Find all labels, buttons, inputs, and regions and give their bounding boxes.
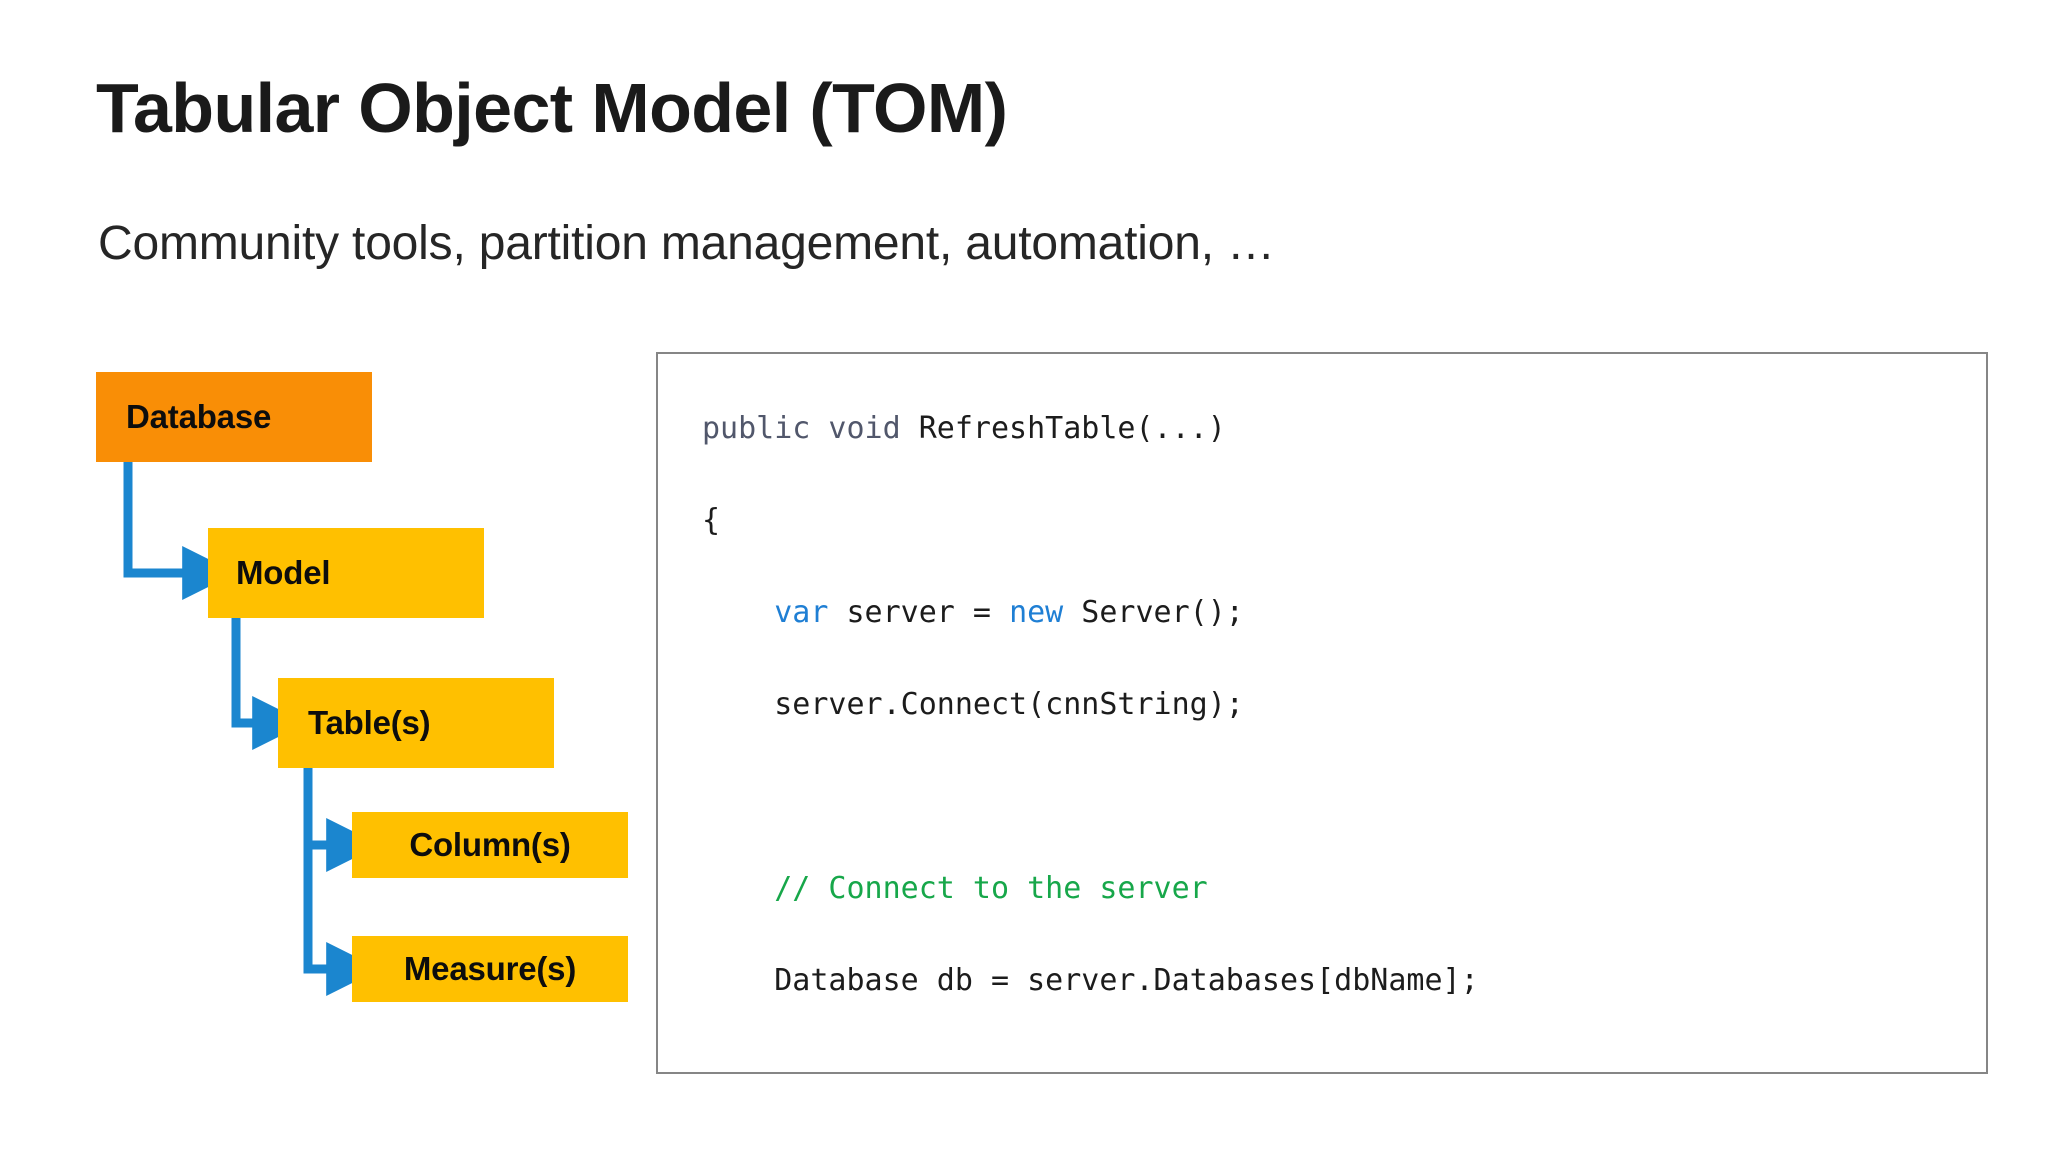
code-line: Database db = server.Databases[dbName]; (702, 958, 1804, 1004)
code-token (702, 871, 774, 906)
code-token: { (702, 503, 721, 538)
code-token: RefreshTable(...) (918, 411, 1226, 446)
code-line: server.Connect(cnnString); (702, 682, 1804, 728)
diagram-node-label: Model (236, 554, 331, 591)
diagram-node-label: Column(s) (409, 826, 571, 863)
page-title: Tabular Object Model (TOM) (96, 69, 1008, 147)
code-line (702, 1050, 1804, 1072)
code-line: var server = new Server(); (702, 590, 1804, 636)
code-token: public void (702, 411, 919, 446)
code-line: public void RefreshTable(...) (702, 406, 1804, 452)
code-token: // Connect to the server (774, 871, 1208, 906)
code-token: new (1009, 595, 1064, 630)
code-token: server.Connect(cnnString); (702, 687, 1244, 722)
code-sample-panel: public void RefreshTable(...) { var serv… (656, 352, 1988, 1074)
edge-database-model (123, 462, 237, 600)
code-line (702, 774, 1804, 820)
code-token (702, 595, 774, 630)
code-line: // Connect to the server (702, 866, 1804, 912)
code-token: server = (828, 595, 1010, 630)
edge-tables-columns (303, 768, 381, 872)
diagram-node-measures[interactable]: Measure(s) (352, 936, 628, 1002)
code-sample-text: public void RefreshTable(...) { var serv… (702, 406, 1804, 1072)
diagram-node-label: Database (126, 398, 272, 435)
edge-model-tables (231, 618, 307, 750)
edge-tables-measures (303, 768, 381, 996)
code-token: Server(); (1063, 595, 1244, 630)
diagram-node-model[interactable]: Model (208, 528, 484, 618)
diagram-node-label: Table(s) (308, 704, 431, 741)
diagram-node-label: Measure(s) (403, 950, 577, 987)
diagram-node-tables[interactable]: Table(s) (278, 678, 554, 768)
code-line: { (702, 498, 1804, 544)
diagram-node-database[interactable]: Database (96, 372, 372, 462)
diagram-node-columns[interactable]: Column(s) (352, 812, 628, 878)
code-token: var (774, 595, 829, 630)
page-subtitle: Community tools, partition management, a… (98, 217, 1275, 270)
code-token: Database db = server.Databases[dbName]; (702, 963, 1479, 998)
object-hierarchy-diagram: Database Model Table(s) Column(s) Measur… (0, 0, 660, 1152)
